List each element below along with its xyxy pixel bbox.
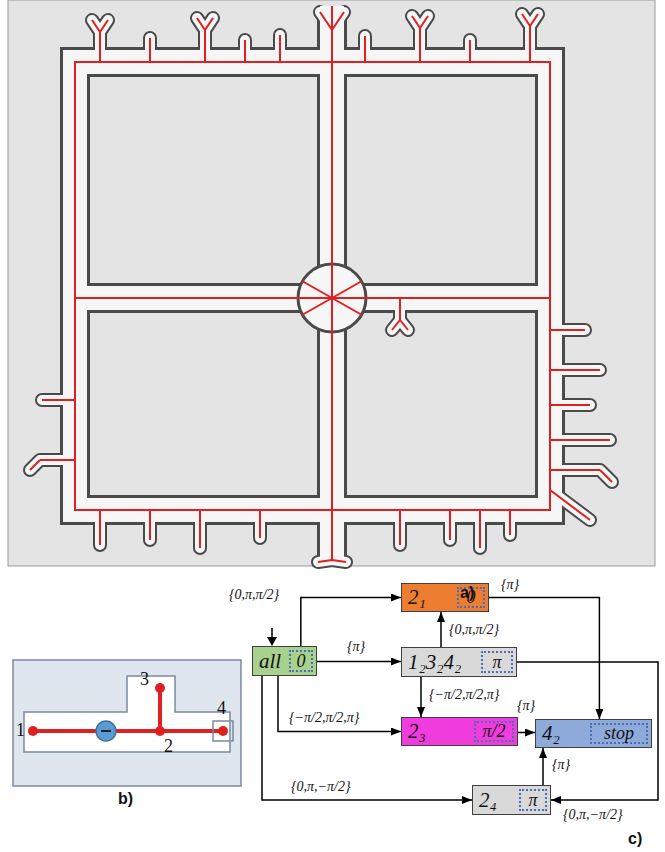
callout-number: 2 [164, 736, 173, 757]
transition-arrow [518, 732, 535, 734]
state-box: 4₂ stop [535, 719, 652, 748]
state-box: 2₄ π [472, 785, 551, 815]
panel-label: b) [118, 790, 133, 808]
transition-label: {0,π,−π/2} [290, 778, 352, 796]
transition-arrow [278, 676, 401, 732]
state-box: 2₁0 [401, 583, 489, 612]
state-text: all [259, 649, 281, 674]
action-text: π [528, 790, 537, 811]
transition-arrow [517, 662, 658, 800]
state-text: 2₁ [408, 585, 426, 610]
action-box: 0 [289, 650, 313, 672]
state-box: 2₃ π/2 [401, 717, 518, 746]
transition-label: {0,π,π/2} [448, 621, 500, 639]
panel-label: a) [460, 584, 474, 602]
state-text: 2₃ [408, 719, 426, 744]
transition-label: {π} [551, 756, 571, 774]
state-text: 4₂ [542, 721, 560, 746]
transition-label: {0,π,π/2} [228, 586, 280, 604]
state-text: 1₂3₂4₂ [408, 650, 461, 675]
state-text: 2₄ [479, 788, 497, 813]
transition-label: {π} [346, 638, 366, 656]
transition-arrow [420, 677, 422, 717]
callout-number: 3 [140, 669, 149, 690]
callout-number: 1 [16, 720, 25, 741]
transition-label: {π} [516, 697, 536, 715]
action-box: π [519, 789, 547, 811]
transition-arrow [317, 661, 401, 663]
action-text: π/2 [482, 721, 505, 742]
action-text: 0 [297, 651, 306, 672]
transition-arrow [440, 612, 442, 647]
action-box: π [481, 651, 513, 673]
transition-label: {−π/2,π/2,π} [428, 686, 500, 704]
transition-label: {0,π,−π/2} [562, 806, 624, 824]
state-box: 1₂3₂4₂ π [401, 647, 517, 677]
action-box: stop [590, 723, 648, 744]
panel-label: c) [628, 830, 642, 848]
action-text: π [492, 652, 501, 673]
state-box: all 0 [252, 646, 317, 676]
transition-label: {π} [500, 576, 520, 594]
action-text: stop [604, 723, 634, 744]
transition-arrow [542, 748, 544, 785]
transition-label: {−π/2,π/2,π} [288, 709, 360, 727]
action-box: π/2 [474, 721, 514, 742]
callout-number: 4 [217, 698, 226, 719]
